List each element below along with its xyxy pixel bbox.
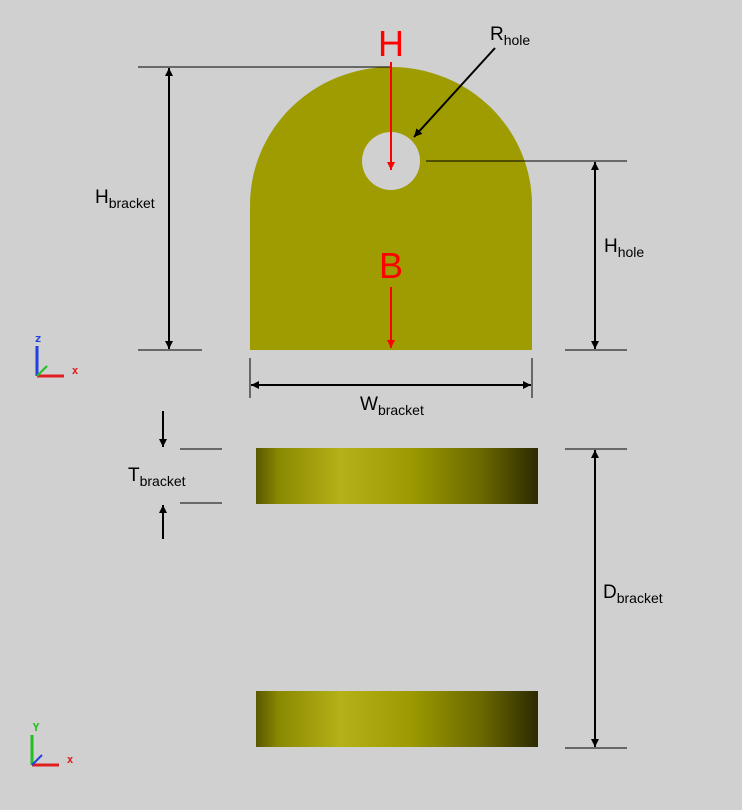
- t-bracket-label: Tbracket: [128, 465, 186, 489]
- axis-z-label: z: [35, 332, 42, 345]
- bracket-front-view: [250, 67, 532, 350]
- w-bracket-label: Wbracket: [360, 394, 424, 418]
- xz-axis-triad-icon: z x: [35, 332, 79, 378]
- xy-axis-triad-icon: Y x: [30, 721, 74, 767]
- bracket-edge-view-upper: [256, 448, 538, 504]
- b-load-label: B: [379, 245, 403, 286]
- axis-y-label: Y: [33, 721, 40, 734]
- r-hole-label: Rhole: [490, 24, 530, 48]
- h-bracket-label: Hbracket: [95, 187, 155, 211]
- r-hole-leader-arrow: [413, 47, 496, 138]
- axis-x-label: x: [67, 753, 74, 766]
- bracket-edge-view-lower: [256, 691, 538, 747]
- h-load-label: H: [378, 23, 404, 64]
- d-bracket-label: Dbracket: [603, 582, 663, 606]
- h-hole-label: Hhole: [604, 236, 644, 260]
- axis-x-label: x: [72, 364, 79, 377]
- extension-lines: [138, 66, 627, 749]
